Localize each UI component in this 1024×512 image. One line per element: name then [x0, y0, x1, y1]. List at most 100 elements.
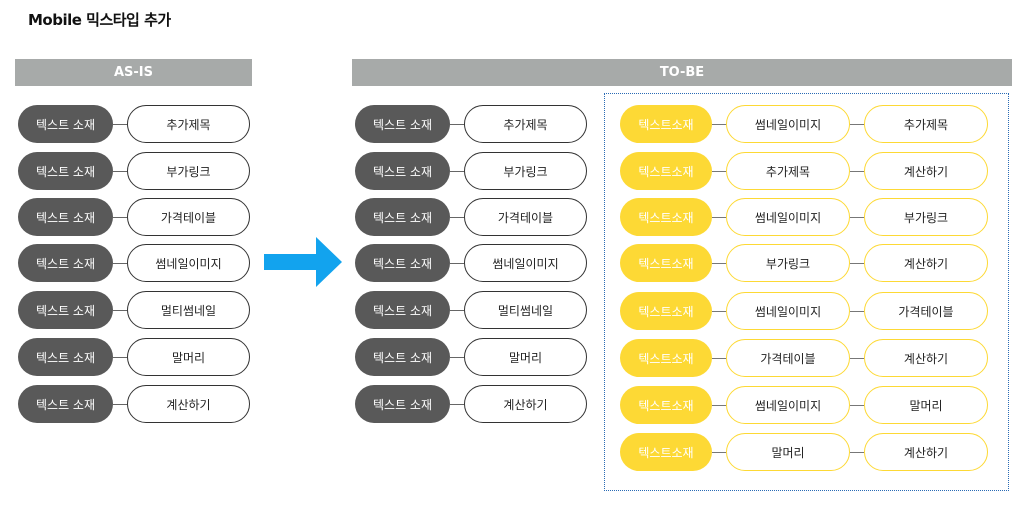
text-material-pill: 텍스트 소재: [355, 291, 450, 329]
connector-line: [712, 170, 726, 172]
connector-line: [450, 356, 464, 358]
text-material-pill: 텍스트소재: [620, 339, 712, 377]
connector-line: [850, 404, 864, 406]
extension-pill: 계산하기: [864, 339, 988, 377]
connector-line: [850, 216, 864, 218]
extension-pill: 가격테이블: [726, 339, 850, 377]
connector-line: [113, 356, 127, 358]
connector-line: [712, 357, 726, 359]
extension-pill: 추가제목: [127, 105, 250, 143]
connector-line: [450, 170, 464, 172]
connector-line: [712, 451, 726, 453]
extension-pill: 가격테이블: [464, 198, 587, 236]
extension-pill: 썸네일이미지: [726, 105, 850, 143]
mix-row: 텍스트소재 추가제목 계산하기: [620, 152, 988, 190]
extension-pill: 부가링크: [127, 152, 250, 190]
extension-pill: 계산하기: [464, 385, 587, 423]
extension-pill: 멀티썸네일: [127, 291, 250, 329]
text-material-pill: 텍스트 소재: [18, 338, 113, 376]
mix-row: 텍스트소재 썸네일이미지 말머리: [620, 386, 988, 424]
asis-row: 텍스트 소재 멀티썸네일: [18, 291, 250, 329]
extension-pill: 가격테이블: [864, 292, 988, 330]
extension-pill: 썸네일이미지: [726, 198, 850, 236]
extension-pill: 썸네일이미지: [726, 292, 850, 330]
mix-row: 텍스트소재 부가링크 계산하기: [620, 244, 988, 282]
text-material-pill: 텍스트 소재: [355, 198, 450, 236]
connector-line: [450, 216, 464, 218]
extension-pill: 부가링크: [464, 152, 587, 190]
tobe-row: 텍스트 소재 썸네일이미지: [355, 244, 587, 282]
connector-line: [850, 451, 864, 453]
text-material-pill: 텍스트소재: [620, 386, 712, 424]
asis-header: AS-IS: [15, 59, 252, 86]
text-material-pill: 텍스트 소재: [355, 152, 450, 190]
connector-line: [450, 123, 464, 125]
text-material-pill: 텍스트 소재: [18, 385, 113, 423]
extension-pill: 부가링크: [726, 244, 850, 282]
connector-line: [450, 262, 464, 264]
mix-type-group: [604, 93, 1009, 491]
connector-line: [712, 310, 726, 312]
text-material-pill: 텍스트 소재: [355, 244, 450, 282]
extension-pill: 썸네일이미지: [127, 244, 250, 282]
text-material-pill: 텍스트 소재: [355, 385, 450, 423]
connector-line: [712, 123, 726, 125]
text-material-pill: 텍스트 소재: [18, 152, 113, 190]
connector-line: [113, 170, 127, 172]
right-arrow-icon: [264, 237, 342, 287]
asis-row: 텍스트 소재 추가제목: [18, 105, 250, 143]
page-title: Mobile 믹스타입 추가: [28, 11, 171, 29]
text-material-pill: 텍스트소재: [620, 433, 712, 471]
connector-line: [113, 403, 127, 405]
text-material-pill: 텍스트 소재: [18, 105, 113, 143]
connector-line: [113, 309, 127, 311]
text-material-pill: 텍스트소재: [620, 105, 712, 143]
asis-row: 텍스트 소재 계산하기: [18, 385, 250, 423]
connector-line: [850, 310, 864, 312]
text-material-pill: 텍스트소재: [620, 244, 712, 282]
asis-row: 텍스트 소재 말머리: [18, 338, 250, 376]
extension-pill: 말머리: [726, 433, 850, 471]
extension-pill: 말머리: [864, 386, 988, 424]
extension-pill: 썸네일이미지: [726, 386, 850, 424]
tobe-row: 텍스트 소재 부가링크: [355, 152, 587, 190]
text-material-pill: 텍스트 소재: [355, 338, 450, 376]
extension-pill: 썸네일이미지: [464, 244, 587, 282]
mix-row: 텍스트소재 썸네일이미지 가격테이블: [620, 292, 988, 330]
connector-line: [712, 404, 726, 406]
connector-line: [450, 403, 464, 405]
asis-row: 텍스트 소재 부가링크: [18, 152, 250, 190]
asis-row: 텍스트 소재 썸네일이미지: [18, 244, 250, 282]
text-material-pill: 텍스트 소재: [18, 244, 113, 282]
connector-line: [712, 262, 726, 264]
text-material-pill: 텍스트소재: [620, 152, 712, 190]
mix-row: 텍스트소재 가격테이블 계산하기: [620, 339, 988, 377]
extension-pill: 멀티썸네일: [464, 291, 587, 329]
connector-line: [113, 123, 127, 125]
connector-line: [850, 262, 864, 264]
connector-line: [712, 216, 726, 218]
extension-pill: 추가제목: [464, 105, 587, 143]
extension-pill: 계산하기: [864, 152, 988, 190]
text-material-pill: 텍스트소재: [620, 292, 712, 330]
connector-line: [113, 216, 127, 218]
text-material-pill: 텍스트소재: [620, 198, 712, 236]
extension-pill: 계산하기: [864, 244, 988, 282]
text-material-pill: 텍스트 소재: [18, 291, 113, 329]
extension-pill: 추가제목: [726, 152, 850, 190]
extension-pill: 말머리: [127, 338, 250, 376]
text-material-pill: 텍스트 소재: [18, 198, 113, 236]
extension-pill: 계산하기: [127, 385, 250, 423]
tobe-row: 텍스트 소재 멀티썸네일: [355, 291, 587, 329]
tobe-header: TO-BE: [352, 59, 1012, 86]
tobe-row: 텍스트 소재 계산하기: [355, 385, 587, 423]
connector-line: [850, 123, 864, 125]
connector-line: [850, 170, 864, 172]
extension-pill: 가격테이블: [127, 198, 250, 236]
asis-row: 텍스트 소재 가격테이블: [18, 198, 250, 236]
